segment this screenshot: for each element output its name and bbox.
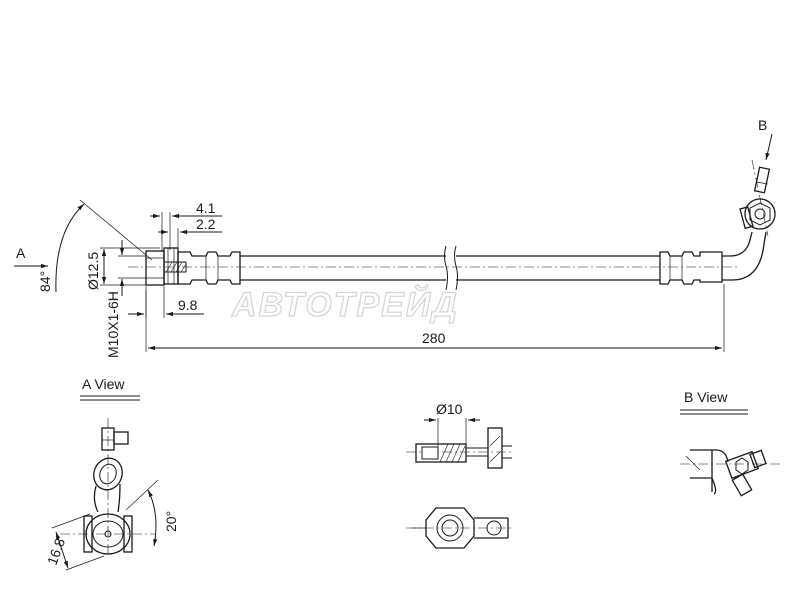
- a-view: A View 20° 16.8: [44, 376, 179, 571]
- dim-thread-spec: M10X1-6H: [105, 291, 121, 358]
- b-view: B View: [680, 389, 780, 497]
- a-view-angle: 20°: [163, 511, 179, 532]
- view-b-marker: B: [758, 117, 767, 133]
- watermark-text: АВТОТРЕЙД: [231, 285, 459, 324]
- right-fitting: [659, 159, 776, 285]
- b-view-title: B View: [684, 389, 728, 405]
- a-view-width-dim: 16.8: [44, 536, 68, 567]
- angle-84-label: 84°: [37, 271, 53, 292]
- view-a-marker: A: [16, 245, 26, 261]
- dim-thread-diameter: Ø12.5: [85, 252, 101, 290]
- section-view: Ø10: [406, 401, 514, 549]
- left-fitting: [145, 247, 241, 286]
- a-view-title: A View: [82, 376, 125, 392]
- dim-4-1: 4.1: [196, 200, 216, 216]
- dim-2-2: 2.2: [196, 216, 216, 232]
- section-bore-dim: Ø10: [436, 401, 463, 417]
- hose-body: [240, 245, 660, 291]
- main-hose-view: A 84° B 4.1 2.2 Ø12.5 M10X1-6H: [14, 117, 776, 358]
- dim-overall-length: 280: [422, 330, 446, 346]
- dim-9-8: 9.8: [178, 297, 198, 313]
